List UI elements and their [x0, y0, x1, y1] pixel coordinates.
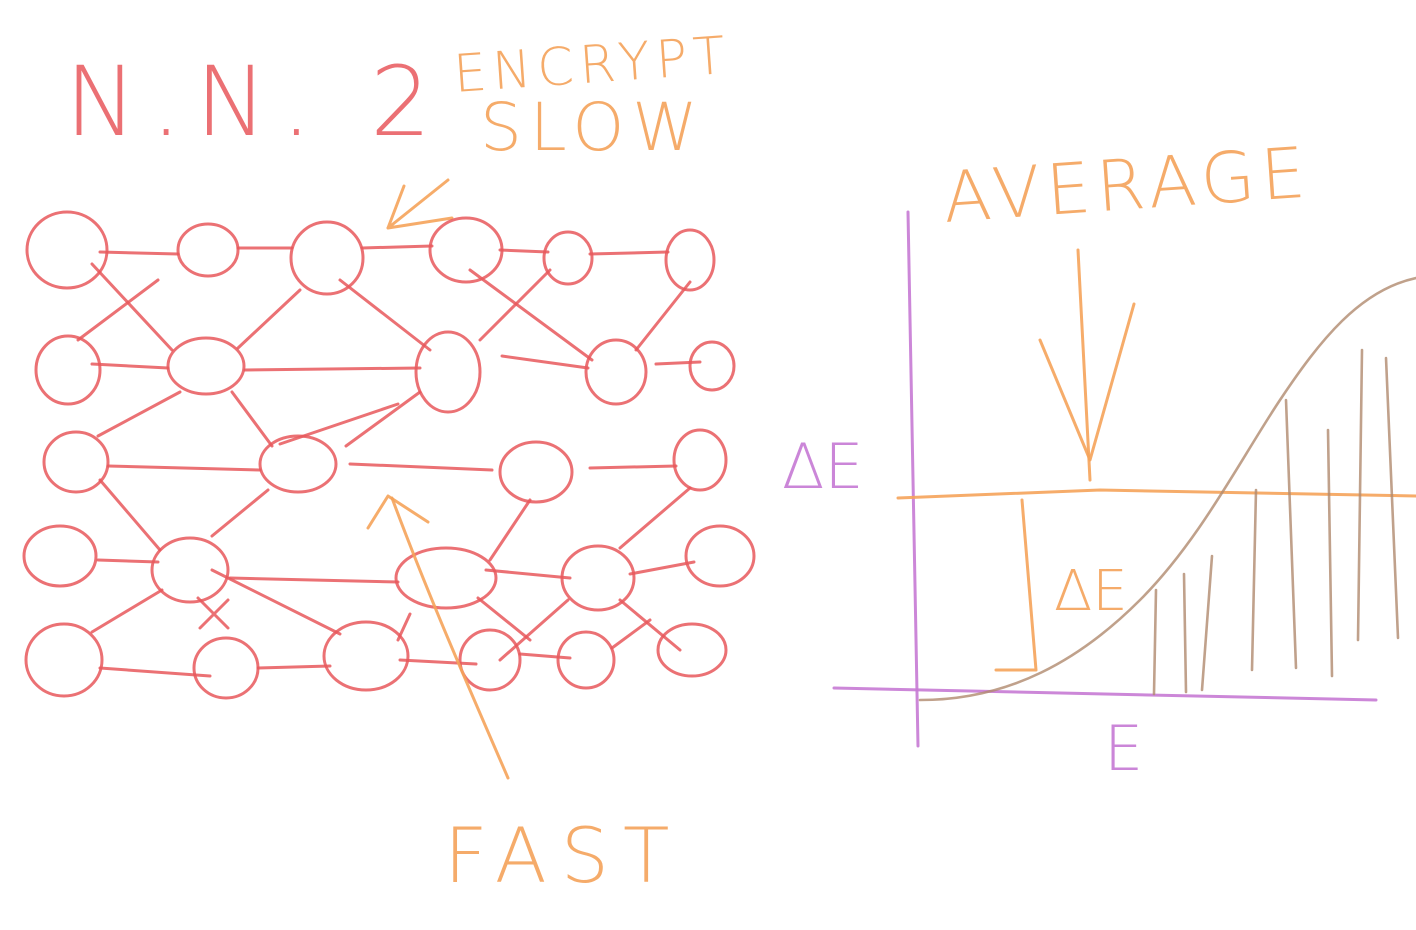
- network-node: [688, 340, 736, 392]
- energy-graph: AVERAGE ΔE E ΔE: [782, 131, 1416, 785]
- network-node: [42, 430, 110, 494]
- network-node: [498, 440, 574, 504]
- average-line: [896, 488, 1416, 500]
- network-node: [25, 210, 109, 290]
- network-node: [34, 334, 102, 406]
- network-node: [24, 622, 104, 698]
- slow-label: SLOW: [480, 89, 706, 166]
- network-node: [166, 336, 246, 396]
- network-node: [584, 338, 648, 406]
- curve-hatching: [1152, 348, 1400, 696]
- e-axis-label: E: [1104, 712, 1143, 785]
- neural-network: [22, 210, 756, 700]
- arrow-down-icon: [1038, 248, 1136, 482]
- network-node: [22, 524, 98, 588]
- distribution-curve: [918, 276, 1416, 702]
- network-node: [394, 546, 498, 610]
- network-node: [258, 434, 338, 494]
- arrow-slow-icon: [386, 178, 454, 230]
- fast-label: FAST: [444, 811, 683, 900]
- network-node: [542, 230, 594, 286]
- network-node: [664, 228, 716, 292]
- network-node: [672, 428, 728, 492]
- network-node: [414, 330, 482, 414]
- delta-e-inner-label: ΔE: [1054, 559, 1128, 624]
- network-node: [176, 222, 240, 278]
- network-node: [458, 628, 522, 692]
- network-node: [428, 216, 504, 284]
- network-edges: [76, 244, 702, 678]
- network-node: [556, 630, 616, 690]
- y-axis: [906, 210, 920, 748]
- network-node: [150, 536, 230, 604]
- delta-e-axis-label: ΔE: [782, 430, 864, 503]
- network-node: [684, 524, 756, 588]
- average-label: AVERAGE: [940, 131, 1313, 239]
- x-axis: [832, 686, 1378, 702]
- network-node: [322, 620, 410, 692]
- network-node: [656, 622, 728, 678]
- title: N.N. 2: [65, 46, 445, 158]
- network-node: [560, 544, 636, 612]
- network-node: [289, 220, 365, 296]
- network-nodes: [22, 210, 756, 700]
- delta-e-bracket: [994, 498, 1038, 672]
- network-node: [192, 636, 260, 700]
- arrow-fast-icon: [366, 494, 510, 780]
